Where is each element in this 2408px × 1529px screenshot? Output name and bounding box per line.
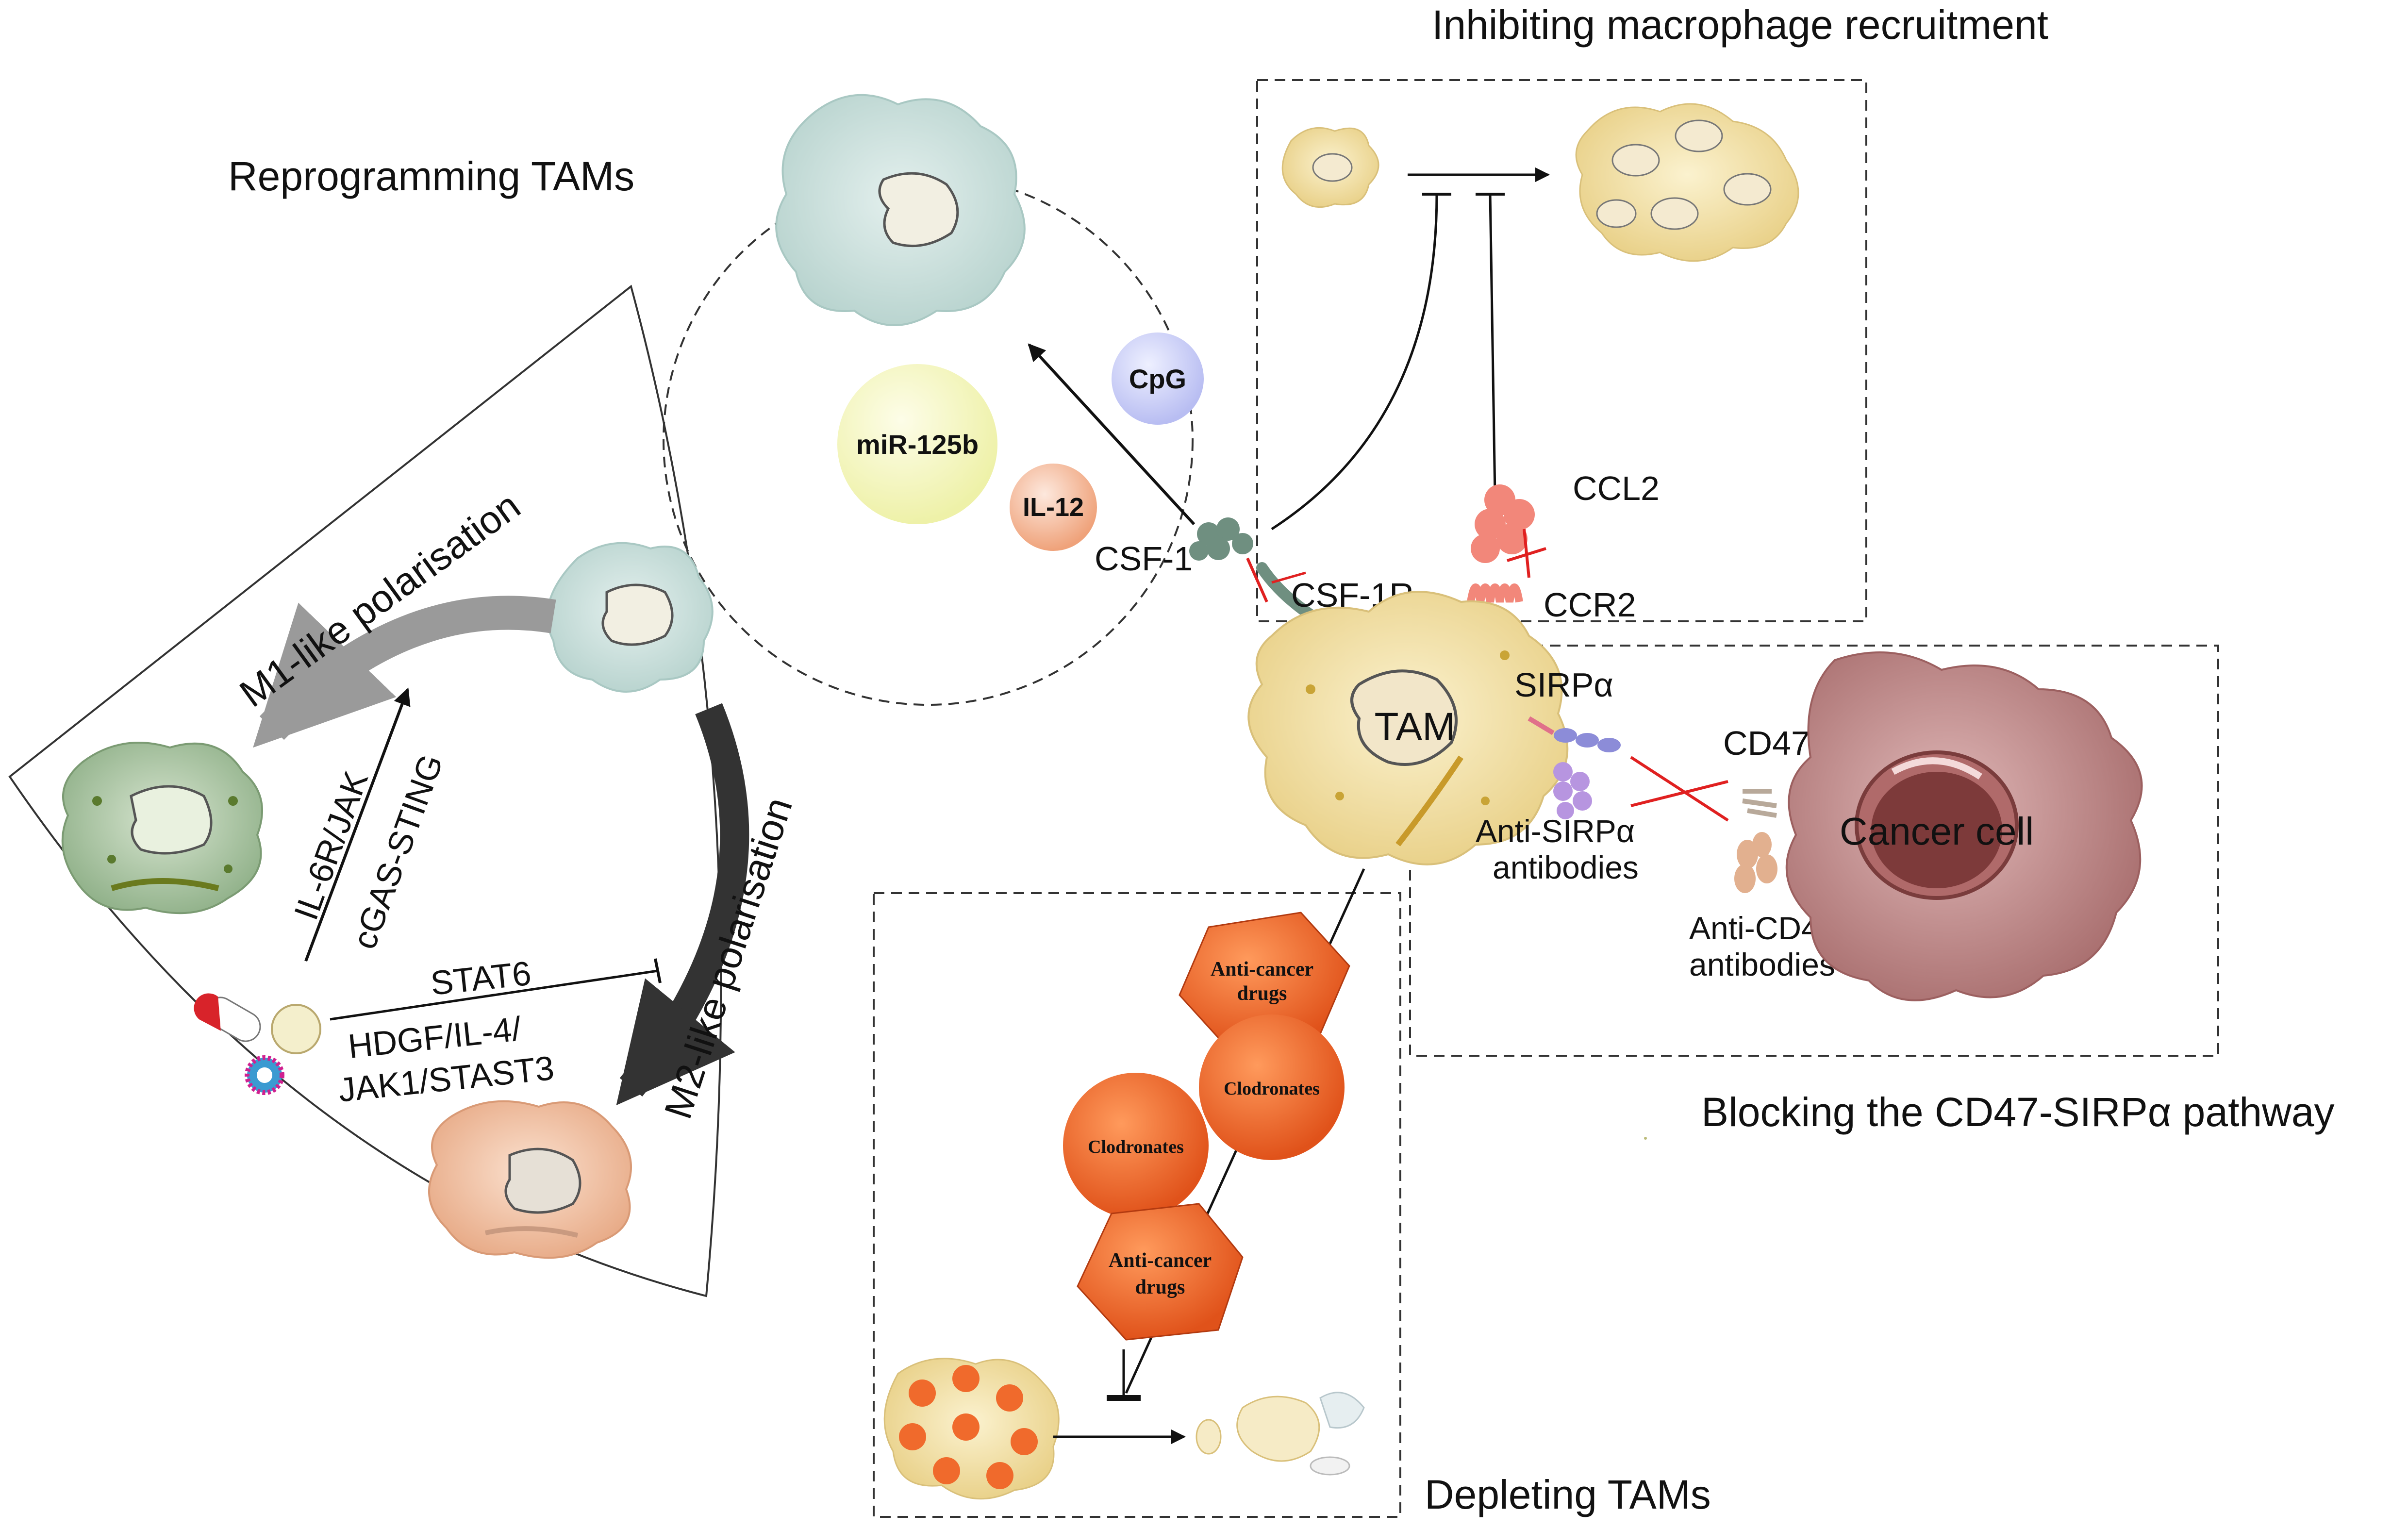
il6r-jak-arrow [304, 687, 411, 962]
anti-cd47-antibodies [1734, 832, 1777, 893]
anti-sirpa-antibodies [1553, 762, 1592, 819]
cd47-block-line-2 [1630, 780, 1728, 807]
clodronate-2-label: Clodronates [1088, 1137, 1184, 1157]
ccl2-molecule [1471, 484, 1535, 563]
cd47-label: CD47 [1723, 724, 1810, 762]
m1-macrophage [61, 742, 263, 914]
reprogram-arrow [1028, 343, 1196, 526]
reprogramming-title: Reprogramming TAMs [228, 153, 634, 199]
m2-macrophage [428, 1100, 632, 1259]
cd47-block-line-1 [1630, 756, 1729, 822]
csf1-molecule [1189, 517, 1253, 561]
m2-polarisation-arrow [616, 703, 749, 1106]
cancer-cell [1785, 651, 2143, 1001]
blocking-box [1409, 645, 2219, 1057]
anticancer-drug-2-label-b: drugs [1135, 1276, 1185, 1298]
il12-molecule [1010, 464, 1097, 551]
csf1-label: CSF-1 [1095, 540, 1193, 578]
anticancer-drug-2 [1077, 1203, 1244, 1341]
anticancer-drug-2-label-a: Anti-cancer [1109, 1249, 1212, 1272]
ccr2-block-bar [1507, 547, 1546, 562]
ccl2-inhibition-line [1489, 194, 1496, 496]
mir125b-molecule [837, 364, 997, 524]
mir125b-label: miR-125b [856, 429, 979, 460]
loaded-macrophage-cluster [883, 1358, 1060, 1500]
m0-macrophage [546, 542, 714, 693]
virus-particle-icon [245, 1055, 284, 1095]
csf1r-block-line [1246, 557, 1268, 603]
anticancer-drug-1-label-b: drugs [1237, 982, 1287, 1005]
anticancer-drug-1-label-a: Anti-cancer [1211, 958, 1313, 981]
clodronate-2 [1063, 1073, 1209, 1218]
capsule-icon [194, 993, 261, 1042]
clodronate-1-label: Clodronates [1224, 1079, 1320, 1099]
depleted-macrophage-fragments [1196, 1392, 1365, 1476]
stat6-inhibition-line [330, 969, 658, 1021]
csf1-inhibition-line [1271, 194, 1438, 531]
clodronate-1 [1199, 1014, 1345, 1160]
inhibiting-box [1256, 79, 1867, 622]
ccl2-label: CCL2 [1573, 469, 1660, 507]
stat6-inhibition-bar [654, 958, 662, 983]
blocking-title: Blocking the CD47-SIRPα pathway [1701, 1089, 2335, 1135]
tam-cell [1247, 591, 1569, 865]
cd47-receptor [1742, 789, 1777, 818]
m1-polarisation-arrow [253, 596, 556, 748]
cancer-cell-label: Cancer cell [1840, 810, 2034, 853]
csf1r-block-bar [1271, 571, 1306, 584]
tam-label: TAM [1374, 705, 1455, 749]
stray-dot [1644, 1137, 1647, 1140]
reprogrammed-macrophage [775, 94, 1026, 326]
stat6-label: STAT6 [429, 954, 532, 1002]
anti-cd47-label-2: antibodies [1689, 947, 1835, 982]
cpg-molecule [1112, 332, 1204, 425]
single-macrophage [1281, 127, 1379, 208]
depleting-box [873, 892, 1401, 1518]
anti-sirpa-label-2: antibodies [1493, 849, 1639, 885]
anti-sirpa-label-1: Anti-SIRPα [1476, 813, 1635, 849]
nanoparticle-icon [271, 1004, 321, 1054]
inhibiting-title: Inhibiting macrophage recruitment [1432, 2, 2048, 48]
sirpa-label: SIRPα [1514, 666, 1613, 704]
cpg-label: CpG [1129, 364, 1186, 394]
ccr2-label: CCR2 [1544, 586, 1636, 624]
recruited-macrophage-cluster [1575, 103, 1799, 262]
sirpa-receptor [1528, 716, 1621, 752]
depleting-title: Depleting TAMs [1425, 1472, 1711, 1517]
ccr2-receptor [1467, 583, 1523, 603]
il12-label: IL-12 [1023, 493, 1084, 522]
